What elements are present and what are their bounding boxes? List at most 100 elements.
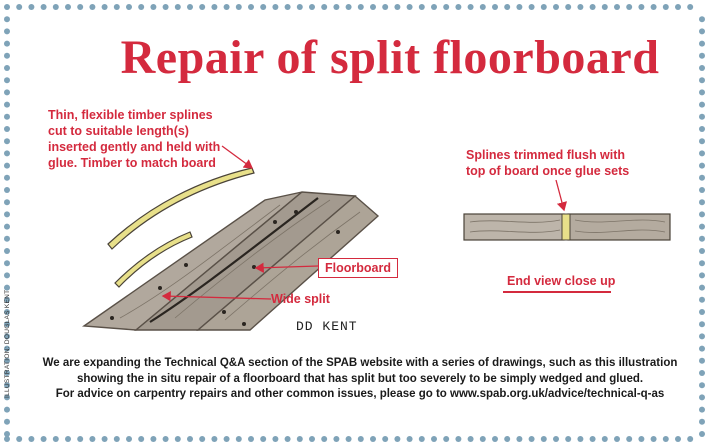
- border-dot: [699, 296, 705, 303]
- border-dot: [4, 126, 10, 132]
- splines-note: Thin, flexible timber splines cut to sui…: [48, 107, 268, 171]
- border-dot: [113, 436, 120, 442]
- border-dot: [4, 235, 10, 242]
- border-dot: [296, 436, 303, 442]
- wide-split: [149, 197, 319, 323]
- border-dot: [333, 4, 340, 10]
- border-dot: [626, 4, 633, 10]
- border-dot: [418, 436, 425, 442]
- border-dot: [150, 4, 157, 10]
- border-dot: [699, 211, 705, 218]
- border-dot: [4, 223, 10, 230]
- border-dot: [528, 4, 535, 10]
- border-dot: [4, 89, 10, 96]
- border-dot: [699, 431, 705, 437]
- border-dot: [687, 4, 694, 10]
- border-dot: [699, 101, 705, 108]
- border-dot: [492, 4, 498, 10]
- border-dot: [455, 4, 462, 10]
- border-dot: [321, 436, 328, 442]
- border-dot: [309, 4, 315, 10]
- end-view-drawing: [463, 213, 671, 241]
- border-dot: [4, 138, 10, 145]
- border-dot: [40, 436, 47, 442]
- splines-note-line: glue. Timber to match board: [48, 156, 216, 170]
- splines-note-line: Thin, flexible timber splines: [48, 108, 213, 122]
- border-dot: [28, 436, 35, 442]
- border-dot: [162, 4, 169, 10]
- border-dot: [699, 248, 705, 254]
- end-view-underline: [503, 291, 611, 293]
- splines-note-line: cut to suitable length(s): [48, 124, 189, 138]
- border-dot: [4, 370, 10, 376]
- page-title: Repair of split floorboard: [120, 31, 660, 84]
- border-dot: [675, 436, 681, 442]
- footer-line: For advice on carpentry repairs and othe…: [55, 388, 665, 400]
- border-dot: [662, 4, 669, 10]
- border-dot: [699, 65, 705, 71]
- border-dot: [357, 436, 364, 442]
- border-dot: [65, 4, 71, 10]
- border-dot: [309, 436, 315, 442]
- border-dot: [248, 4, 254, 10]
- border-dot: [4, 4, 10, 10]
- border-dot: [699, 394, 705, 401]
- border-dot: [699, 187, 705, 193]
- floorboard: [196, 195, 380, 331]
- border-dot: [699, 272, 705, 279]
- border-dot: [260, 4, 267, 10]
- border-dot: [4, 260, 10, 267]
- border-dot: [4, 394, 10, 401]
- border-dot: [418, 4, 425, 10]
- border-dot: [626, 436, 633, 442]
- border-dot: [223, 4, 230, 10]
- border-dot: [638, 4, 645, 10]
- border-dot: [699, 260, 705, 267]
- border-dot: [40, 4, 47, 10]
- border-dot: [321, 4, 328, 10]
- border-dot: [333, 436, 340, 442]
- border-dot: [4, 199, 10, 206]
- border-dot: [16, 436, 23, 442]
- border-dot: [199, 436, 206, 442]
- spline: [107, 167, 255, 250]
- floorboard-label: Floorboard: [318, 258, 398, 278]
- border-dot: [479, 436, 486, 442]
- spline: [114, 231, 193, 288]
- border-dot: [699, 284, 705, 291]
- border-dot: [4, 40, 10, 47]
- border-dot: [272, 436, 279, 442]
- border-dot: [492, 436, 498, 442]
- border-dot: [4, 28, 10, 35]
- border-dot: [150, 436, 157, 442]
- border-dot: [101, 436, 108, 442]
- border-dot: [699, 370, 705, 376]
- border-dot: [4, 211, 10, 218]
- border-dot: [89, 436, 96, 442]
- border-dot: [4, 296, 10, 303]
- border-dot: [52, 4, 59, 10]
- border-dot: [699, 16, 705, 23]
- border-dot: [699, 199, 705, 206]
- border-dot: [223, 436, 230, 442]
- border-dot: [650, 4, 657, 10]
- border-dot: [589, 436, 596, 442]
- border-dot: [4, 113, 10, 120]
- border-dot: [4, 77, 10, 84]
- border-dot: [52, 436, 59, 442]
- border-dot: [699, 77, 705, 84]
- artist-signature: DD KENT: [296, 319, 358, 334]
- border-dot: [4, 248, 10, 254]
- trimmed-note-line: Splines trimmed flush with: [466, 148, 626, 162]
- border-dot: [65, 436, 71, 442]
- border-dot: [16, 4, 23, 10]
- border-dot: [4, 418, 10, 425]
- border-dot: [101, 4, 108, 10]
- border-dot: [272, 4, 279, 10]
- border-dot: [553, 436, 559, 442]
- border-dot: [394, 436, 401, 442]
- border-dot: [699, 40, 705, 47]
- border-dot: [577, 436, 584, 442]
